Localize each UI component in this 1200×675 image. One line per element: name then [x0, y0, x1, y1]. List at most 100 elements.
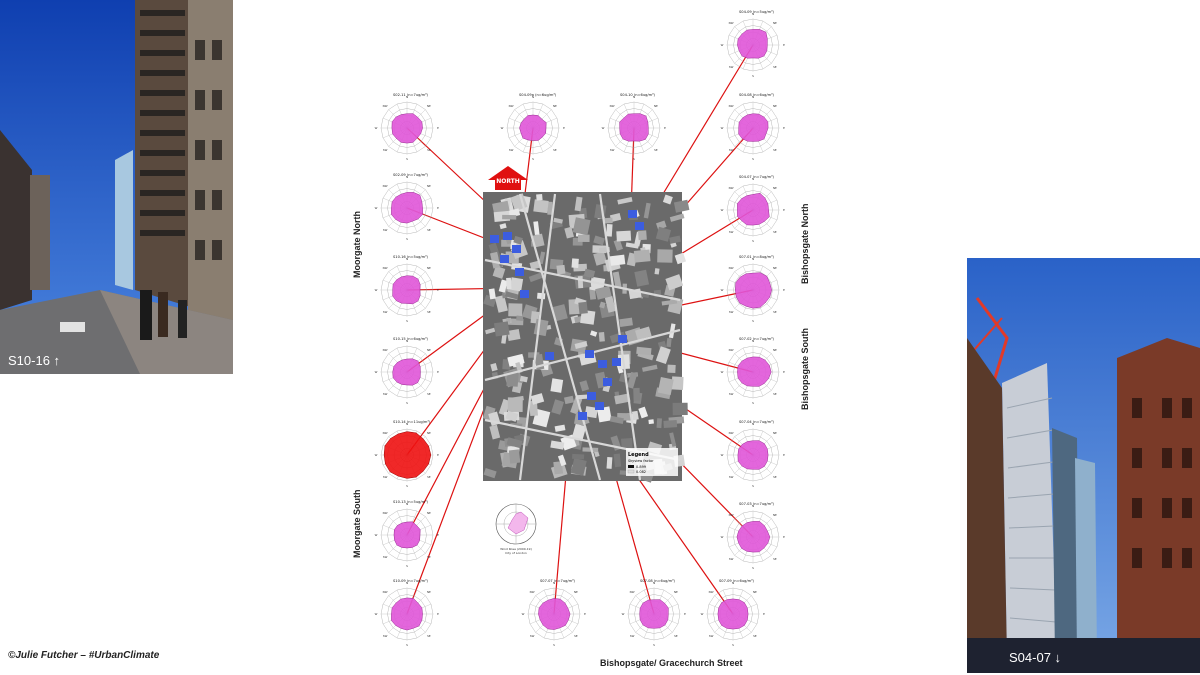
radar-title: S04-09a (n=6ug/m³) — [519, 93, 557, 97]
map-building-block — [643, 202, 651, 219]
radar-axis-label: W — [721, 43, 724, 47]
map-building-block — [616, 230, 632, 242]
map-highlight-building — [598, 360, 607, 368]
map-building-block — [597, 406, 612, 423]
radar-axis-label: NW — [383, 590, 388, 594]
radar-title: S07-08 (n=6ug/m³) — [640, 579, 676, 583]
radar-axis-label: SW — [509, 148, 514, 152]
radar-title: S07-03 (n=7ug/m³) — [739, 502, 775, 506]
radar-title: S04-08 (n=6ug/m³) — [739, 93, 775, 97]
radar-axis-label: S — [732, 643, 734, 647]
radar-axis-label: W — [721, 453, 724, 457]
map-building-block — [513, 235, 523, 245]
legend-title: Legend — [628, 452, 649, 458]
radar-axis-label: W — [602, 126, 605, 130]
radar-axis-label: W — [375, 533, 378, 537]
map-building-block — [669, 213, 685, 222]
radar-axis-label: E — [584, 612, 586, 616]
city-map: Legend Skyview factor 0.899 0.082 — [482, 192, 690, 483]
radar-axis-label: SE — [427, 392, 431, 396]
radar-axis-label: S — [406, 484, 408, 488]
radar-axis-label: N — [752, 339, 754, 343]
radar-axis-label: NW — [729, 21, 734, 25]
map-building-block — [648, 419, 654, 425]
radar-axis-label: NE — [427, 511, 431, 515]
radar-axis-label: SW — [530, 634, 535, 638]
radar-axis-label: S — [752, 74, 754, 78]
radar-axis-label: NE — [674, 590, 678, 594]
radar-axis-label: SW — [729, 557, 734, 561]
radar-title: S10-14 (n=11ug/m³) — [393, 420, 431, 424]
radar-axis-label: E — [763, 612, 765, 616]
map-building-block — [669, 432, 677, 447]
radar-axis-label: NW — [630, 590, 635, 594]
radar-axis-label: NE — [427, 348, 431, 352]
radar-axis-label: W — [522, 612, 525, 616]
radar-axis-label: W — [622, 612, 625, 616]
map-building-block — [668, 323, 676, 339]
map-building-block — [492, 200, 510, 214]
radar-axis-label: N — [406, 581, 408, 585]
radar-axis-label: N — [406, 502, 408, 506]
radar-axis-label: N — [752, 95, 754, 99]
label-bishopsgate-south: Bishopsgate South — [800, 327, 810, 410]
photo-left-caption: S10-16 — [8, 353, 50, 368]
radar-axis-label: E — [684, 612, 686, 616]
map-building-block — [572, 217, 591, 236]
map-building-block — [507, 397, 523, 412]
map-building-block — [506, 277, 512, 290]
map-building-block — [557, 454, 567, 467]
map-building-block — [619, 317, 633, 328]
radar-axis-label: N — [752, 504, 754, 508]
radar-title: S10-16 (n=5ug/m³) — [393, 255, 429, 259]
radar-axis-label: NE — [427, 590, 431, 594]
radar-title: S04-07 (n=7ug/m³) — [739, 175, 775, 179]
map-building-block — [506, 437, 523, 449]
radar-axis-label: NE — [553, 104, 557, 108]
map-building-block — [593, 251, 608, 266]
radar-axis-label: E — [783, 43, 785, 47]
wind-rose: Wind Rose (2000-19) City of London — [495, 503, 537, 555]
map-highlight-building — [587, 392, 596, 400]
radar-axis-label: SW — [709, 634, 714, 638]
map-building-block — [612, 271, 622, 289]
radar-axis-label: NE — [773, 266, 777, 270]
map-building-block — [608, 254, 626, 267]
radar-data-polygon — [639, 599, 669, 629]
street-photo-right-image — [967, 258, 1200, 673]
radar-axis-label: NW — [509, 104, 514, 108]
radar-axis-label: E — [437, 126, 439, 130]
radar-axis-label: SE — [773, 230, 777, 234]
wind-rose-caption-2: City of London — [505, 551, 527, 555]
north-arrow-label: NORTH — [496, 178, 520, 185]
radar-axis-label: N — [553, 581, 555, 585]
radar-axis-label: S — [752, 484, 754, 488]
map-building-block — [529, 400, 538, 417]
radar-axis-label: W — [375, 453, 378, 457]
radar-axis-label: W — [721, 535, 724, 539]
map-building-block — [579, 380, 590, 392]
map-building-block — [654, 268, 660, 275]
radar-axis-label: NW — [729, 104, 734, 108]
radar-data-polygon — [619, 113, 649, 142]
map-building-block — [595, 285, 612, 300]
map-building-block — [538, 251, 546, 265]
radar-axis-label: SE — [773, 475, 777, 479]
map-building-block — [583, 268, 596, 279]
map-building-block — [564, 395, 575, 405]
radar-data-polygon — [737, 192, 770, 226]
map-building-block — [609, 415, 624, 425]
radar-axis-label: E — [664, 126, 666, 130]
map-building-block — [672, 402, 688, 416]
map-building-block — [547, 201, 553, 215]
radar-axis-label: NW — [729, 266, 734, 270]
map-building-block — [556, 264, 566, 275]
map-building-block — [533, 199, 549, 214]
map-building-block — [603, 217, 613, 224]
map-building-block — [634, 269, 650, 287]
radar-data-polygon — [391, 113, 423, 144]
